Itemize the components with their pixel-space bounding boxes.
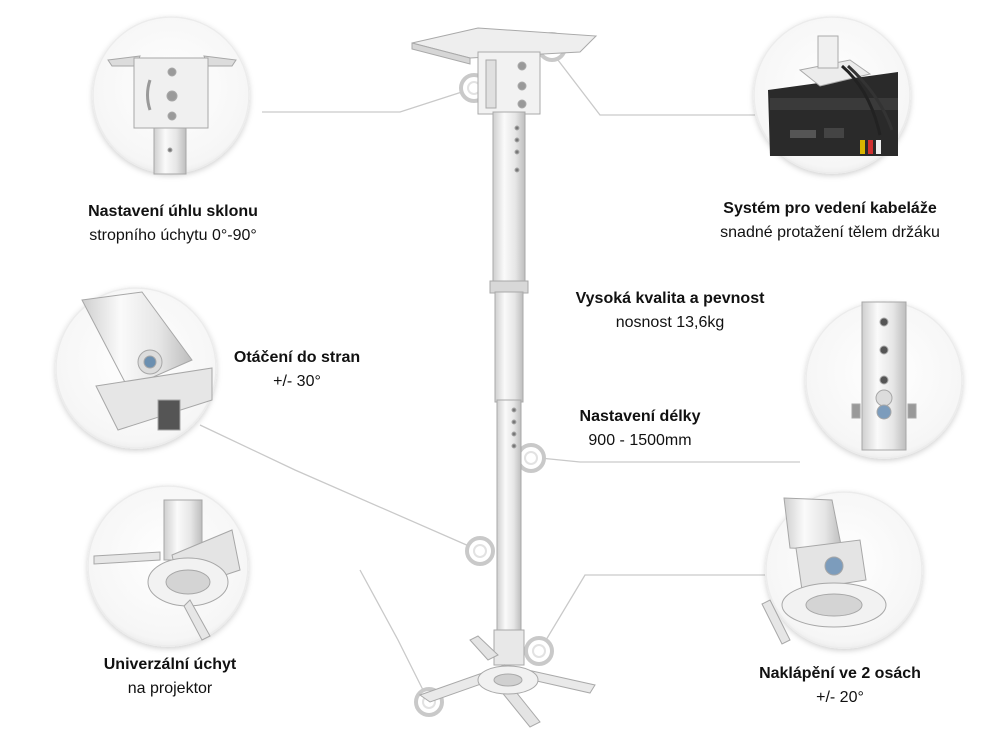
projector-mount bbox=[411, 27, 598, 728]
rotation-detail bbox=[81, 291, 213, 431]
feature-title: Naklápění ve 2 osách bbox=[759, 665, 921, 682]
feature-quality: Vysoká kvalita a pevnost nosnost 13,6kg bbox=[550, 287, 790, 335]
feature-length: Nastavení délky 900 - 1500mm bbox=[555, 405, 725, 453]
two-axis-tilt-detail bbox=[761, 497, 887, 645]
feature-cable-management: Systém pro vedení kabeláže snadné protaž… bbox=[690, 197, 970, 245]
feature-title: Systém pro vedení kabeláže bbox=[723, 200, 937, 217]
feature-subtitle: snadné protažení tělem držáku bbox=[720, 224, 940, 241]
feature-subtitle: nosnost 13,6kg bbox=[615, 314, 725, 331]
connector-rings bbox=[414, 32, 567, 717]
feature-subtitle: +/- 30° bbox=[273, 373, 321, 390]
feature-title: Nastavení úhlu sklonu bbox=[88, 203, 258, 220]
length-detail bbox=[851, 301, 917, 451]
feature-subtitle: 900 - 1500mm bbox=[588, 432, 692, 449]
universal-bracket-detail bbox=[93, 499, 241, 641]
feature-subtitle: stropního úchytu 0°-90° bbox=[89, 227, 257, 244]
feature-title: Nastavení délky bbox=[579, 408, 701, 425]
cable-management-detail bbox=[768, 35, 898, 156]
feature-title: Otáčení do stran bbox=[233, 349, 361, 366]
feature-universal: Univerzální úchyt na projektor bbox=[80, 653, 260, 701]
feature-title: Vysoká kvalita a pevnost bbox=[575, 290, 765, 307]
feature-tilt-two-axes: Naklápění ve 2 osách +/- 20° bbox=[730, 662, 950, 710]
connector-lines bbox=[199, 46, 800, 701]
tilt-bracket-detail bbox=[107, 55, 237, 175]
feature-rotation: Otáčení do stran +/- 30° bbox=[222, 346, 372, 394]
feature-subtitle: na projektor bbox=[127, 680, 213, 697]
feature-subtitle: +/- 20° bbox=[816, 689, 864, 706]
feature-tilt-mount: Nastavení úhlu sklonu stropního úchytu 0… bbox=[68, 200, 278, 248]
feature-title: Univerzální úchyt bbox=[103, 656, 237, 673]
